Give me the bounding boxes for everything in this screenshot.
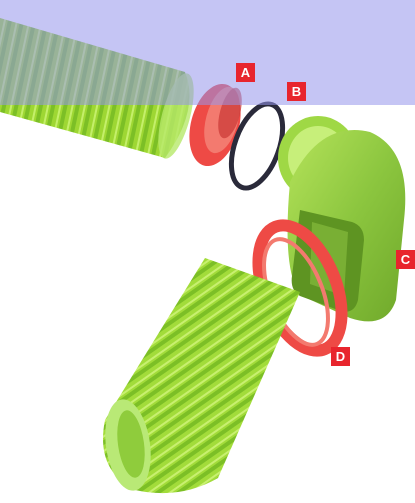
- label-b: B: [287, 82, 306, 101]
- corrugated-hose-upper: [0, 18, 201, 162]
- label-a: A: [236, 63, 255, 82]
- label-d: D: [331, 347, 350, 366]
- corrugated-hose-lower: [100, 258, 300, 494]
- label-c: C: [396, 250, 415, 269]
